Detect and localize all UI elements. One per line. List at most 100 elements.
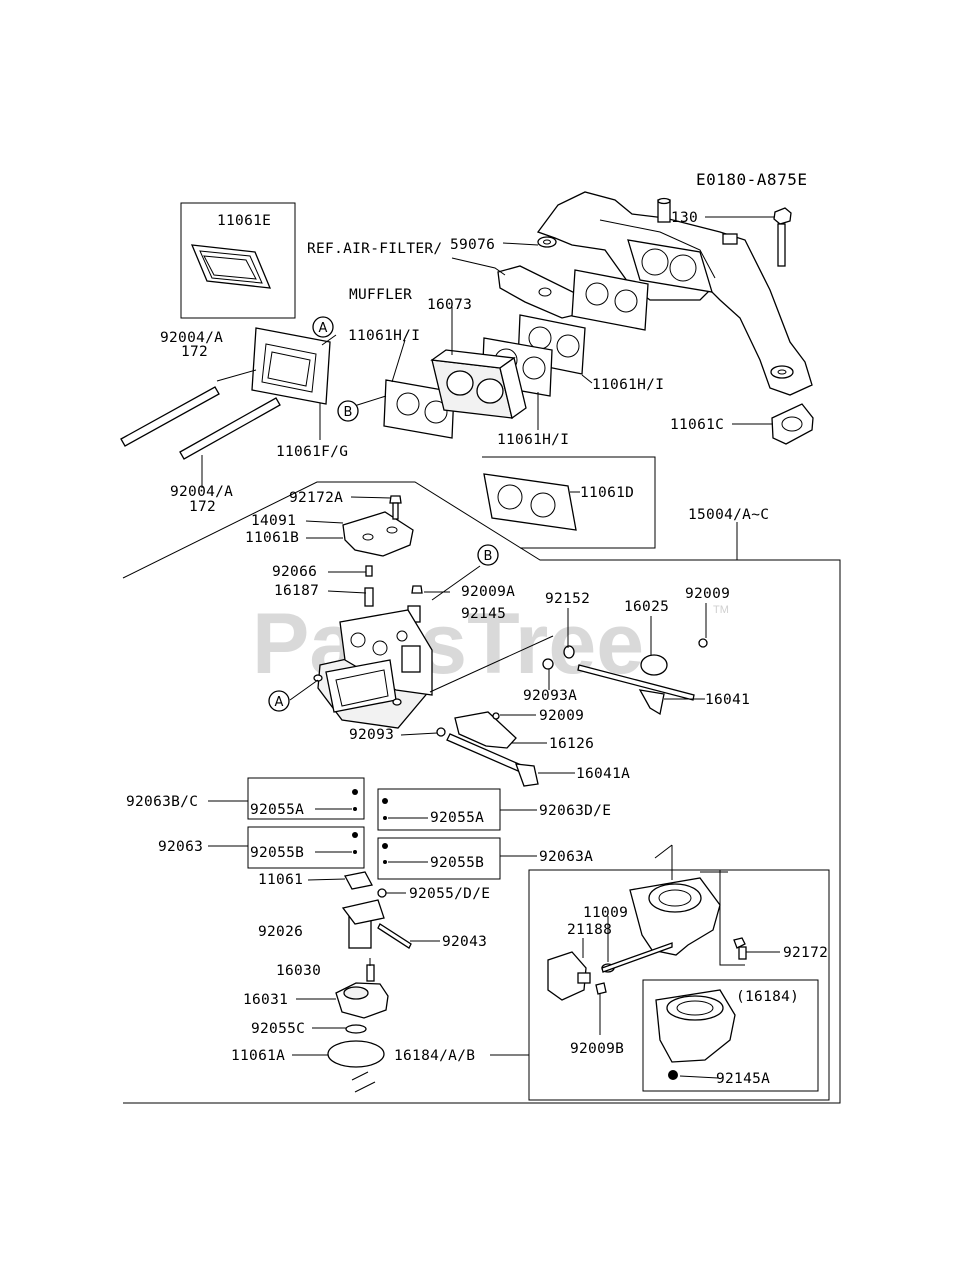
- gasket-11061D-box: [482, 456, 656, 549]
- leader-lines: [201, 216, 780, 1093]
- screws-top-drawing: [364, 495, 423, 623]
- label-16184-paren: (16184): [736, 989, 799, 1005]
- label-92055DE: 92055/D/E: [409, 886, 490, 902]
- svg-text:A: A: [275, 695, 284, 710]
- label-92066: 92066: [272, 564, 317, 580]
- gasket-11061C-drawing: [771, 403, 814, 445]
- label-11061HI-right: 11061H/I: [592, 377, 664, 393]
- label-92055B-a: 92055B: [250, 845, 304, 861]
- label-59076: 59076: [450, 237, 495, 253]
- label-92145A: 92145A: [716, 1071, 770, 1087]
- label-16031: 16031: [243, 992, 288, 1008]
- label-11061E: 11061E: [217, 213, 271, 229]
- label-21188: 21188: [567, 922, 612, 938]
- throttle-body-16184-drawing: [655, 989, 736, 1080]
- label-92093: 92093: [349, 727, 394, 743]
- studs-92004A-drawing: [120, 386, 281, 460]
- throttle-body-16184-box: [642, 979, 819, 1092]
- diagram-ref-code: E0180-A875E: [696, 170, 807, 189]
- label-92063BC: 92063B/C: [126, 794, 198, 810]
- label-11061B: 11061B: [245, 530, 299, 546]
- callout-A-top: A: [312, 316, 334, 338]
- carburetor-body-drawing: [313, 609, 433, 729]
- label-ref-air-filter: REF.AIR-FILTER/: [307, 241, 442, 257]
- label-11061HI-bottom: 11061H/I: [497, 432, 569, 448]
- jets-drawing: [352, 789, 388, 864]
- throttle-assy-box: [528, 869, 830, 1101]
- label-172-bottom: 172: [189, 499, 216, 515]
- label-16041: 16041: [705, 692, 750, 708]
- label-92063A: 92063A: [539, 849, 593, 865]
- plate-14091-drawing: [342, 511, 414, 557]
- jet-kit-92063BC-box: [247, 777, 365, 820]
- gasket-11061FG-drawing: [251, 327, 331, 405]
- jet-kit-92063A-box: [377, 837, 501, 880]
- label-92043: 92043: [442, 934, 487, 950]
- label-92152: 92152: [545, 591, 590, 607]
- watermark: PartsTree: [252, 596, 644, 692]
- callout-B-carb: B: [477, 544, 499, 566]
- callout-B-left: B: [337, 400, 359, 422]
- oring-92055C-drawing: [345, 1024, 367, 1034]
- label-172-top: 172: [181, 344, 208, 360]
- gasket-11061E-drawing: [190, 244, 272, 289]
- label-92055C: 92055C: [251, 1021, 305, 1037]
- svg-text:A: A: [319, 321, 328, 336]
- label-16025: 16025: [624, 599, 669, 615]
- gaskets-11061HI-drawing: [383, 269, 649, 439]
- label-16187: 16187: [274, 583, 319, 599]
- gasket-11061D-drawing: [483, 473, 577, 531]
- spacer-16073-drawing: [430, 349, 527, 420]
- label-92009-a: 92009: [685, 586, 730, 602]
- needle-seat-drawing: [344, 871, 387, 898]
- label-92063: 92063: [158, 839, 203, 855]
- callout-A-carb: A: [268, 690, 290, 712]
- label-16073: 16073: [427, 297, 472, 313]
- label-92055A-b: 92055A: [430, 810, 484, 826]
- label-11061: 11061: [258, 872, 303, 888]
- label-92004A-top: 92004/A: [160, 330, 223, 346]
- choke-shaft-drawing: [542, 638, 708, 716]
- label-11061HI-left: 11061H/I: [348, 328, 420, 344]
- label-92004A-bottom: 92004/A: [170, 484, 233, 500]
- label-92172: 92172: [783, 945, 828, 961]
- throttle-body-drawing: [601, 877, 747, 973]
- label-16041A: 16041A: [576, 766, 630, 782]
- label-92026: 92026: [258, 924, 303, 940]
- label-92093A: 92093A: [523, 688, 577, 704]
- bolt-130-drawing: [773, 207, 792, 267]
- float-drawing: [335, 964, 389, 1019]
- label-11061FG: 11061F/G: [276, 444, 348, 460]
- watermark-tm: TM: [713, 604, 729, 616]
- carburetor-group-frame: [122, 481, 841, 1104]
- label-92055A-a: 92055A: [250, 802, 304, 818]
- label-92009B: 92009B: [570, 1041, 624, 1057]
- label-92145: 92145: [461, 606, 506, 622]
- solenoid-21188-drawing: [547, 951, 607, 1001]
- label-130: 130: [671, 210, 698, 226]
- label-14091: 14091: [251, 513, 296, 529]
- fuel-nozzle-drawing: [341, 899, 412, 949]
- svg-text:B: B: [484, 549, 493, 564]
- label-92055B-b: 92055B: [430, 855, 484, 871]
- svg-text:B: B: [344, 405, 353, 420]
- part-labels: 11061E 130 59076 REF.AIR-FILTER/ MUFFLER…: [126, 210, 828, 1087]
- label-muffler: MUFFLER: [349, 287, 412, 303]
- label-16126: 16126: [549, 736, 594, 752]
- label-11009: 11009: [583, 905, 628, 921]
- gasket-11061A-drawing: [327, 1040, 385, 1068]
- label-11061C: 11061C: [670, 417, 724, 433]
- label-92009-b: 92009: [539, 708, 584, 724]
- label-15004: 15004/A~C: [688, 507, 769, 523]
- throttle-shaft-drawing: [436, 711, 539, 787]
- intake-manifold-drawing: [536, 191, 813, 396]
- gasket-11061E-box: [180, 202, 296, 319]
- label-16030: 16030: [276, 963, 321, 979]
- label-92172A: 92172A: [289, 490, 343, 506]
- label-16184AB: 16184/A/B: [394, 1048, 475, 1064]
- label-11061D: 11061D: [580, 485, 634, 501]
- jet-kit-92063-box: [247, 826, 365, 869]
- label-92009A: 92009A: [461, 584, 515, 600]
- label-92063DE: 92063D/E: [539, 803, 611, 819]
